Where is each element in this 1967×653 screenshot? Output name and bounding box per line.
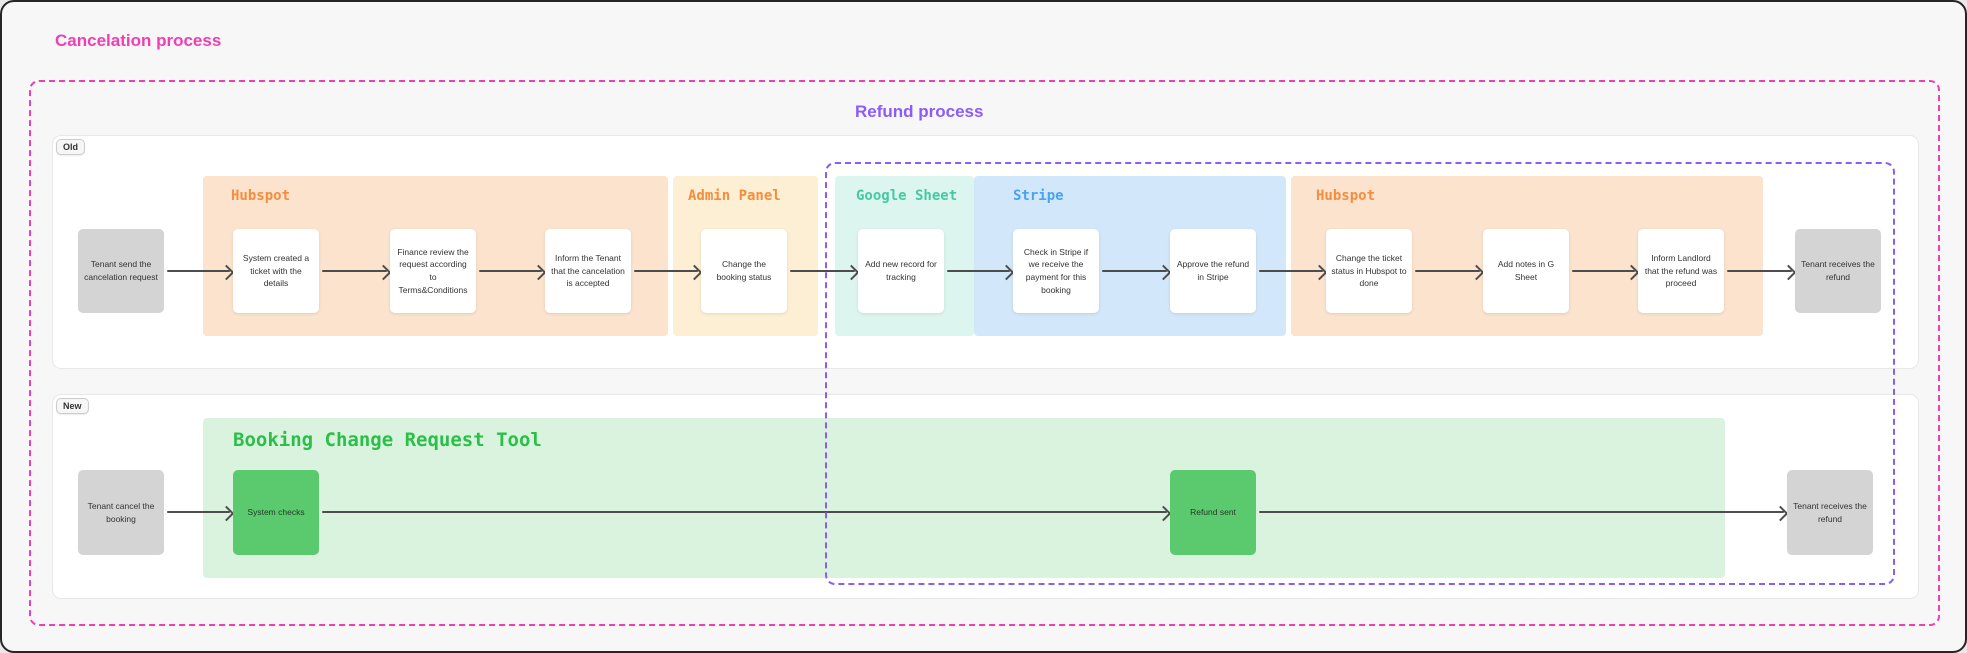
step-system-created-ticket[interactable]: System created a ticket with the details — [233, 229, 319, 313]
flow-arrow — [1727, 270, 1792, 272]
flow-arrow — [790, 270, 855, 272]
step-finance-review-request[interactable]: Finance review the request according to … — [390, 229, 476, 313]
section-label-google-sheet: Google Sheet — [856, 188, 958, 204]
step-check-stripe-payment[interactable]: Check in Stripe if we receive the paymen… — [1013, 229, 1099, 313]
flow-arrow — [322, 270, 387, 272]
section-label-booking-change-request-tool: Booking Change Request Tool — [233, 429, 542, 451]
lane-old-badge: Old — [56, 139, 85, 155]
section-label-admin-panel: Admin Panel — [688, 188, 781, 204]
step-change-ticket-status-done[interactable]: Change the ticket status in Hubspot to d… — [1326, 229, 1412, 313]
lane-new-badge: New — [56, 398, 89, 414]
flow-arrow — [634, 270, 698, 272]
step-tenant-receives-refund-old[interactable]: Tenant receives the refund — [1795, 229, 1881, 313]
flow-arrow — [1102, 270, 1167, 272]
cancelation-process-title: Cancelation process — [55, 31, 222, 50]
lane-new[interactable]: New Booking Change Request Tool Tenant c… — [52, 394, 1919, 599]
refund-process-frame[interactable] — [825, 162, 1895, 585]
flow-arrow — [1259, 511, 1784, 513]
step-system-checks[interactable]: System checks — [233, 470, 319, 555]
refund-process-title: Refund process — [855, 102, 984, 121]
step-tenant-send-cancelation-request[interactable]: Tenant send the cancelation request — [78, 229, 164, 313]
step-tenant-cancel-booking[interactable]: Tenant cancel the booking — [78, 470, 164, 555]
section-booking-change-request-tool[interactable] — [203, 418, 1725, 578]
step-change-booking-status[interactable]: Change the booking status — [701, 229, 787, 313]
section-label-stripe: Stripe — [1013, 188, 1064, 204]
step-add-notes-gsheet[interactable]: Add notes in G Sheet — [1483, 229, 1569, 313]
section-label-hubspot-1: Hubspot — [231, 188, 291, 204]
section-label-hubspot-2: Hubspot — [1316, 188, 1376, 204]
flow-arrow — [1259, 270, 1323, 272]
flow-arrow — [167, 511, 230, 513]
flow-arrow — [1572, 270, 1635, 272]
flow-arrow — [322, 511, 1167, 513]
step-tenant-receives-refund-new[interactable]: Tenant receives the refund — [1787, 470, 1873, 555]
step-inform-landlord-refund[interactable]: Inform Landlord that the refund was proc… — [1638, 229, 1724, 313]
flow-arrow — [1415, 270, 1480, 272]
step-refund-sent[interactable]: Refund sent — [1170, 470, 1256, 555]
flow-arrow — [167, 270, 230, 272]
flow-arrow — [947, 270, 1010, 272]
step-inform-tenant-cancelation-accepted[interactable]: Inform the Tenant that the cancelation i… — [545, 229, 631, 313]
flow-arrow — [479, 270, 542, 272]
step-approve-refund-stripe[interactable]: Approve the refund in Stripe — [1170, 229, 1256, 313]
step-add-new-record-tracking[interactable]: Add new record for tracking — [858, 229, 944, 313]
lane-old[interactable]: Old Hubspot Admin Panel Google Sheet Str… — [52, 135, 1919, 369]
